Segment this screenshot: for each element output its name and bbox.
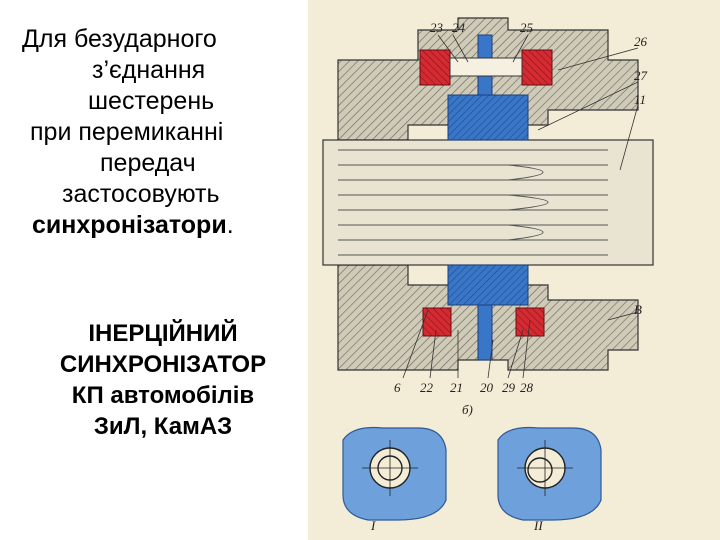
intro-line-5: передач: [100, 149, 196, 177]
label-26: 26: [634, 34, 648, 49]
spline-ends: [507, 164, 549, 241]
view-two-pin: [527, 457, 553, 483]
drawing-svg: 23 24 25 26 27 11 В 6 22 21 20 29 28 б) …: [308, 0, 720, 540]
shaft-splines: [338, 149, 608, 256]
intro-line-1: Для безударного: [22, 25, 217, 53]
leader-lines: [402, 34, 639, 379]
caption-line-4: ЗиЛ, КамАЗ: [93, 413, 233, 440]
caption-line-1: ІНЕРЦІЙНИЙ: [88, 320, 238, 347]
intro-line-7: синхронізатори.: [8, 210, 308, 241]
label-20: 20: [480, 380, 494, 395]
sync-hub-upper: [447, 94, 529, 141]
label-25: 25: [520, 20, 534, 35]
sync-hub-lower: [447, 264, 529, 306]
label-22: 22: [420, 380, 434, 395]
label-6: 6: [394, 380, 401, 395]
label-29: 29: [502, 380, 516, 395]
intro-line-6: застосовують: [62, 180, 220, 208]
ring-upper-right: [521, 49, 553, 86]
ring-lower-left: [422, 307, 452, 337]
text-panel: Для безударного з’єднання шестерень при …: [0, 0, 310, 540]
caption-line-3: КП автомобілів: [71, 382, 255, 409]
synchronizer-drawing: 23 24 25 26 27 11 В 6 22 21 20 29 28 б) …: [308, 0, 720, 540]
view-one-label: I: [370, 518, 376, 533]
label-11: 11: [634, 92, 646, 107]
intro-line-4: при перемиканні: [30, 118, 224, 146]
label-27: 27: [634, 68, 648, 83]
intro-keyword: синхронізатори: [32, 211, 227, 239]
pin-upper: [449, 57, 523, 77]
view-two-label: II: [533, 518, 543, 533]
intro-period: .: [226, 211, 234, 239]
label-21: 21: [450, 380, 463, 395]
subfigure-label: б): [462, 402, 473, 417]
intro-line-2: з’єднання: [92, 56, 206, 84]
caption-line-2: СИНХРОНІЗАТОР: [59, 351, 267, 378]
main-shaft: [322, 139, 654, 266]
sleeve-lower: [477, 304, 493, 361]
ring-upper-left: [419, 49, 451, 86]
label-24: 24: [452, 20, 466, 35]
figure-caption: ІНЕРЦІЙНИЙ СИНХРОНІЗАТОР КП автомобілів …: [20, 318, 306, 442]
label-23: 23: [430, 20, 444, 35]
intro-line-3: шестерень: [88, 87, 215, 115]
label-28: 28: [520, 380, 534, 395]
intro-paragraph: Для безударного з’єднання шестерень при …: [8, 24, 308, 241]
label-v: В: [634, 302, 642, 317]
